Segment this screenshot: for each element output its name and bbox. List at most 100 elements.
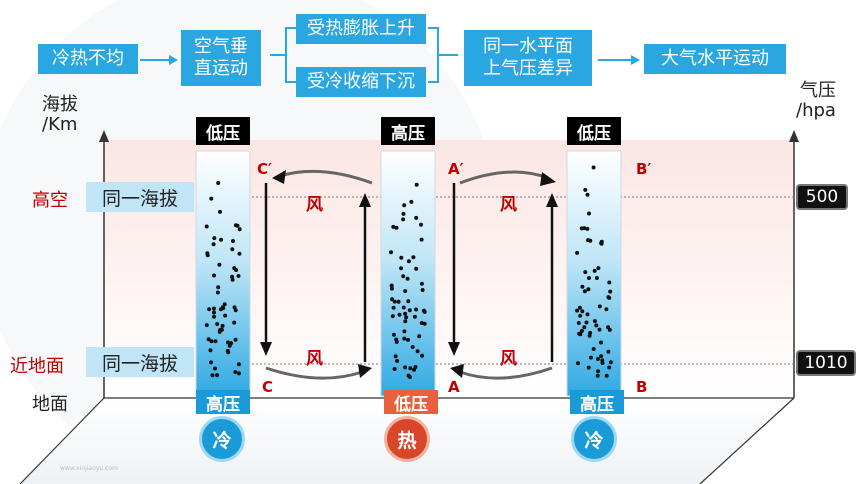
air-particle xyxy=(211,242,216,247)
air-particle xyxy=(230,247,235,252)
air-particle xyxy=(207,307,212,312)
air-particle xyxy=(237,227,242,232)
air-particle xyxy=(576,321,581,325)
air-particle xyxy=(397,312,402,317)
air-particle xyxy=(579,328,584,333)
air-particle xyxy=(209,339,214,344)
column-1-bottom-pressure: 高压 xyxy=(196,390,250,415)
air-particle xyxy=(586,365,591,370)
altitude-label: 海拔 xyxy=(42,94,78,115)
pressure-unit: /hpa xyxy=(796,100,836,121)
column-3-bottom-pressure: 高压 xyxy=(570,390,624,415)
air-particle xyxy=(410,345,415,349)
air-particle xyxy=(599,340,603,345)
flow-horizontal-motion: 大气水平运动 xyxy=(644,44,786,74)
air-particle xyxy=(226,340,230,345)
air-particle xyxy=(600,361,605,365)
air-particle xyxy=(212,273,216,278)
air-particle xyxy=(232,320,237,325)
air-particle xyxy=(213,339,218,344)
air-particle xyxy=(236,274,241,278)
air-particle xyxy=(606,349,611,354)
column-1-cold-circle: 冷 xyxy=(199,416,245,462)
air-particle xyxy=(422,309,427,314)
air-particle xyxy=(585,192,590,197)
air-particle xyxy=(414,307,419,312)
air-particle xyxy=(587,276,591,280)
altitude-unit: /Km xyxy=(42,114,78,135)
air-particle xyxy=(391,332,396,337)
air-particle xyxy=(414,266,419,271)
air-particle xyxy=(422,321,427,326)
air-particle xyxy=(406,373,411,378)
air-particle xyxy=(576,361,580,366)
air-particle xyxy=(580,284,585,289)
air-particle xyxy=(389,286,394,291)
air-particle xyxy=(393,354,398,359)
air-particle xyxy=(392,299,397,304)
column-3-cold-circle: 冷 xyxy=(571,416,617,462)
ground-label: 地面 xyxy=(32,394,68,415)
air-particle xyxy=(394,339,399,344)
air-particle xyxy=(420,288,425,292)
air-particle xyxy=(580,309,585,314)
air-particle xyxy=(586,238,591,243)
air-particle xyxy=(390,314,395,319)
air-particle xyxy=(606,325,611,330)
air-particle xyxy=(599,354,604,359)
flow-rise: 受热膨胀上升 xyxy=(296,14,426,44)
air-particle xyxy=(406,337,410,342)
high-altitude-label: 高空 xyxy=(32,190,68,211)
column-2-bottom-pressure: 低压 xyxy=(384,390,438,415)
air-particle xyxy=(591,165,596,170)
air-particle xyxy=(219,237,224,242)
air-particle xyxy=(589,355,593,360)
column-2-hot-circle: 热 xyxy=(384,416,430,462)
air-particle xyxy=(235,223,240,228)
air-particle xyxy=(604,373,609,378)
air-particle xyxy=(222,302,227,307)
air-particle xyxy=(608,289,613,294)
air-particle xyxy=(401,217,406,222)
air-particle xyxy=(233,308,238,313)
column-1-top-pressure: 低压 xyxy=(196,117,250,145)
air-particle xyxy=(399,266,404,271)
air-particle xyxy=(583,187,588,192)
pressure-500: 500 xyxy=(796,184,848,210)
air-particle xyxy=(215,322,220,326)
air-particle xyxy=(587,211,591,216)
air-particle xyxy=(396,299,401,304)
air-particle xyxy=(608,360,613,365)
air-particle xyxy=(218,209,222,214)
air-particle xyxy=(414,182,419,187)
air-particle xyxy=(577,331,582,336)
air-particle xyxy=(406,299,411,304)
air-particle xyxy=(406,259,411,264)
air-particle xyxy=(407,308,412,313)
air-particle xyxy=(596,369,601,374)
flow-sink: 受冷收缩下沉 xyxy=(296,67,426,97)
near-ground-label: 近地面 xyxy=(10,356,64,377)
air-particle xyxy=(237,251,242,256)
air-particle xyxy=(582,289,587,294)
air-particle xyxy=(402,203,407,208)
air-particle xyxy=(210,373,215,378)
air-particle xyxy=(231,239,235,243)
air-particle xyxy=(223,313,228,318)
air-particle xyxy=(220,323,225,328)
flow-uneven-heating: 冷热不均 xyxy=(38,44,138,74)
air-particle xyxy=(585,226,590,231)
air-particle xyxy=(206,337,211,342)
air-particle xyxy=(401,305,406,310)
air-particle xyxy=(414,215,419,220)
air-particle xyxy=(392,367,397,371)
air-particle xyxy=(604,307,609,312)
air-particle xyxy=(215,373,219,378)
point-b: B xyxy=(636,378,648,396)
air-particle xyxy=(595,373,600,378)
air-particle xyxy=(391,224,396,229)
air-particle xyxy=(399,255,404,260)
air-particle xyxy=(405,276,410,281)
air-particle xyxy=(594,276,599,280)
